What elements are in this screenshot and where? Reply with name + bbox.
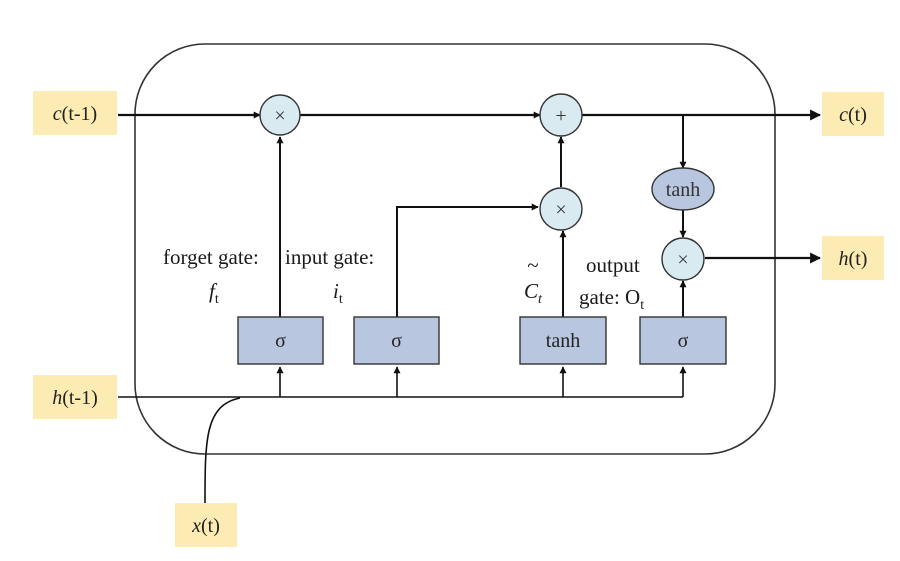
candidate-activation: tanh <box>546 330 580 352</box>
candidate-tilde: ~ <box>527 253 539 277</box>
input-gate-label: input gate: <box>285 245 374 269</box>
input-hprev-box: h(t-1) <box>33 375 117 419</box>
forget-gate-activation: σ <box>275 330 286 352</box>
multiply-symbol: × <box>677 249 688 271</box>
line-xt-to-bus <box>204 397 241 504</box>
forget-gate-symbol: ft <box>209 279 219 307</box>
add-symbol: + <box>555 105 566 127</box>
output-ht-box: h(t) <box>822 236 884 280</box>
ht-label: h(t) <box>839 248 868 270</box>
tanh-label: tanh <box>666 179 700 201</box>
hprev-label: h(t-1) <box>52 387 98 409</box>
forget-gate-box: σ <box>237 316 324 365</box>
output-gate-label-line2: gate: Ot <box>579 285 644 313</box>
add-node: + <box>539 93 583 137</box>
cell-tanh-node: tanh <box>651 167 715 211</box>
candidate-label: ~ Ct <box>524 253 543 307</box>
ct-label: c(t) <box>839 104 867 126</box>
candidate-box: tanh <box>519 316 607 365</box>
multiply-symbol: × <box>274 105 285 127</box>
output-multiply-node: × <box>661 237 705 281</box>
output-gate-activation: σ <box>678 330 689 352</box>
forget-multiply-node: × <box>259 94 301 136</box>
cprev-label: c(t-1) <box>53 103 97 125</box>
input-cprev-box: c(t-1) <box>33 91 117 135</box>
output-ct-box: c(t) <box>822 92 884 136</box>
output-gate-box: σ <box>639 316 727 365</box>
input-multiply-node: × <box>539 187 583 231</box>
candidate-symbol: Ct <box>524 279 543 307</box>
output-gate-label-line1: output <box>586 253 640 277</box>
line-input-gate-to-input-mult <box>396 203 539 317</box>
multiply-symbol: × <box>555 199 566 221</box>
input-gate-symbol: it <box>333 279 343 307</box>
input-gate-activation: σ <box>391 330 402 352</box>
input-gate-box: σ <box>353 316 440 365</box>
xt-label: x(t) <box>191 515 220 537</box>
forget-gate-label: forget gate: <box>163 245 259 269</box>
cell-frame <box>134 43 776 455</box>
input-xt-box: x(t) <box>175 503 237 547</box>
